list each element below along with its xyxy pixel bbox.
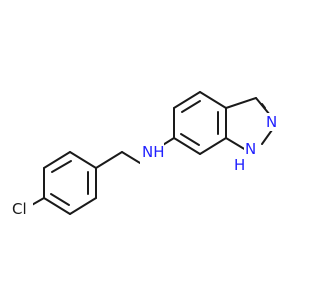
pyrazole-nh-n-label: N: [245, 140, 256, 158]
atom-label-pyrazole-n: N: [265, 113, 279, 131]
bond: [69, 197, 97, 215]
bond-ring-ch2: [95, 151, 123, 169]
atom-label-pyrazole-nh: N H: [234, 140, 258, 174]
bond: [225, 97, 257, 109]
bond: [43, 151, 71, 169]
pyrazole-n-label: N: [266, 113, 277, 131]
molecule-structure-diagram: Cl NH N N H: [11, 91, 279, 218]
bond: [50, 193, 70, 206]
bond: [199, 91, 227, 109]
bond: [173, 137, 201, 155]
bond: [261, 103, 266, 109]
bond: [181, 100, 201, 113]
bond: [199, 137, 227, 155]
bond: [261, 129, 273, 145]
chlorine-label: Cl: [12, 200, 27, 218]
bond: [43, 197, 71, 215]
bond: [180, 133, 200, 146]
bond: [173, 91, 201, 109]
indazole-benzene-ring: [173, 91, 227, 155]
atom-label-chlorine: Cl: [11, 200, 33, 218]
atom-label-amine: NH: [140, 142, 165, 174]
bond-ch2-nh: [121, 151, 141, 164]
bond: [69, 151, 97, 169]
bond: [51, 160, 72, 173]
chlorophenyl-ring: [43, 151, 97, 215]
pyrazole-ring: [225, 97, 273, 151]
bond: [225, 137, 247, 151]
pyrazole-nh-h-label: H: [234, 156, 245, 174]
amine-n-label: NH: [142, 143, 165, 161]
